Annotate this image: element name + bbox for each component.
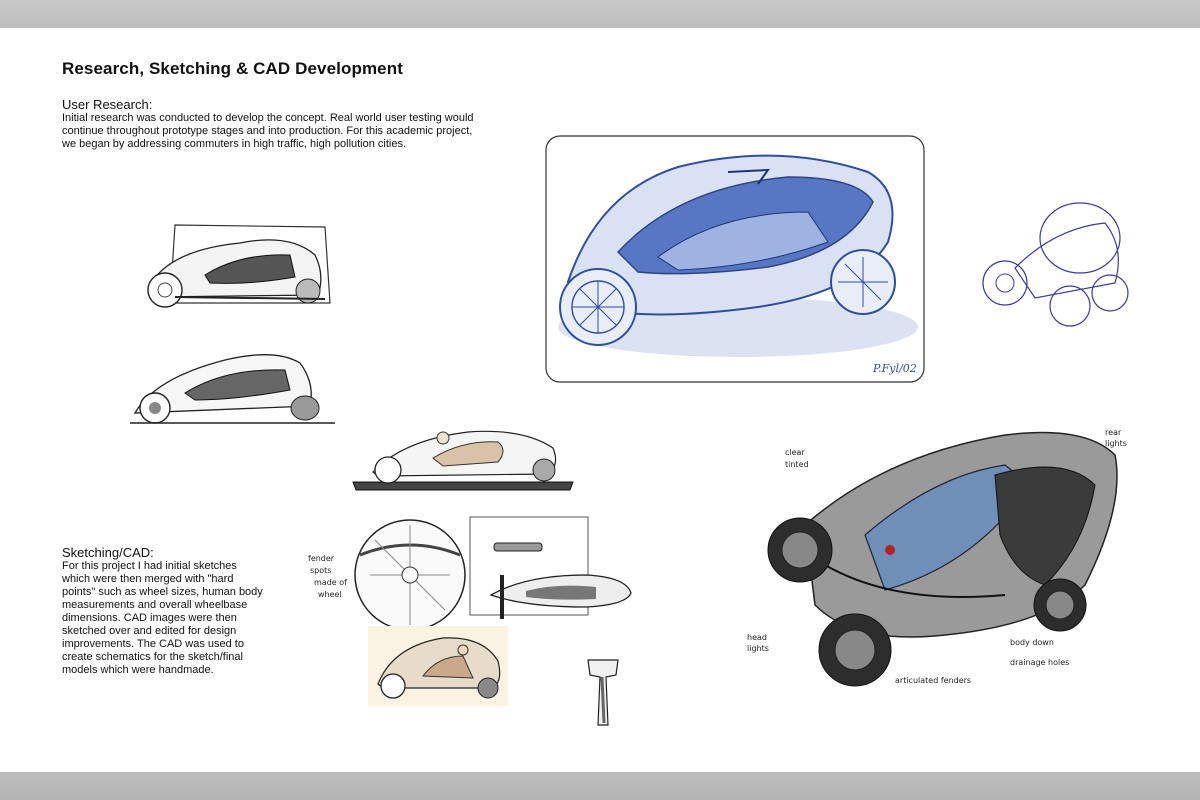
small-perspective-sketch [975, 188, 1135, 338]
cad-note-lights-rear: lights [1105, 439, 1127, 448]
side-view-sketch-2 [125, 338, 345, 428]
fender-wheel-sketch: fender spots made of wheel [300, 515, 470, 640]
cad-note-clear: clear [785, 448, 805, 457]
fender-note-4: wheel [318, 590, 342, 599]
artist-signature: P.Fyl/02 [872, 362, 917, 375]
fender-note-3: made of [314, 578, 347, 587]
rendered-rider-sketch [368, 626, 508, 706]
side-view-sketch-1 [130, 215, 340, 315]
cad-rendering-annotated: clear tinted head lights rear lights art… [745, 415, 1145, 715]
cad-note-rear: rear [1105, 428, 1122, 437]
cad-note-body-down: body down [1010, 638, 1054, 647]
user-research-section: User Research: Initial research was cond… [62, 98, 474, 151]
sketching-cad-heading: Sketching/CAD: [62, 545, 154, 560]
user-research-text: Initial research was conducted to develo… [62, 112, 474, 150]
cad-note-lights-front: lights [747, 644, 769, 653]
fender-note-1: fender [308, 554, 335, 563]
rider-side-sketch [348, 410, 578, 495]
page-title: Research, Sketching & CAD Development [62, 59, 403, 78]
bottom-margin-band [0, 772, 1200, 800]
cad-note-drainage: drainage holes [1010, 658, 1069, 667]
sketching-cad-section: Sketching/CAD: For this project I had in… [62, 546, 266, 677]
cad-note-tinted: tinted [785, 460, 809, 469]
blue-pencil-rendering: P.Fyl/02 [528, 132, 930, 388]
top-margin-band [0, 0, 1200, 28]
component-detail-sketch [578, 655, 628, 735]
cad-note-head: head [747, 633, 767, 642]
cad-note-fenders: articulated fenders [895, 676, 971, 685]
sketching-cad-text: For this project I had initial sketches … [62, 560, 263, 676]
fender-note-2: spots [310, 566, 331, 575]
top-view-sketch [466, 515, 636, 625]
user-research-heading: User Research: [62, 97, 153, 112]
